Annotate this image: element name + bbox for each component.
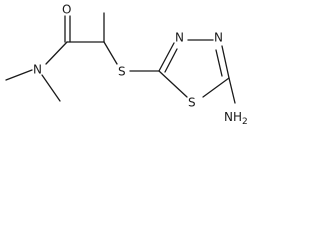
amino-nh-text: NH	[224, 110, 242, 124]
atom-label-ring-nitrogen-4: N	[214, 31, 223, 45]
atom-label-amide-nitrogen: N	[33, 63, 42, 77]
molecule-structure-diagram: O N S N N S NH2	[5, 3, 248, 127]
atom-label-oxygen: O	[62, 3, 71, 17]
bond-ring-c2-n3-a	[158, 42, 175, 72]
bond-ring-c2-n3-b	[164, 48, 178, 73]
atom-labels: O N S N N S NH2	[33, 3, 248, 127]
bonds	[5, 12, 236, 104]
bond-amide-n-to-methyl-down	[41, 74, 61, 102]
bond-ring-n4-c5-b	[215, 49, 223, 77]
bond-ring-n4-c5-a	[221, 45, 230, 79]
atom-label-amino-group: NH2	[224, 110, 248, 127]
bond-ring-c5-s1	[202, 77, 230, 98]
bond-ring-s1-c2	[158, 70, 188, 98]
atom-label-ring-sulfur: S	[188, 96, 196, 110]
bond-ring-c5-to-amino	[228, 77, 236, 104]
bond-carbonyl-to-amide-n	[45, 41, 68, 65]
bond-alpha-c-to-sulfur	[103, 41, 118, 65]
atom-label-thioether-sulfur: S	[118, 65, 126, 79]
bond-amide-n-to-methyl-left	[5, 69, 33, 81]
amino-subscript-2: 2	[242, 117, 248, 127]
atom-label-ring-nitrogen-3: N	[175, 31, 184, 45]
